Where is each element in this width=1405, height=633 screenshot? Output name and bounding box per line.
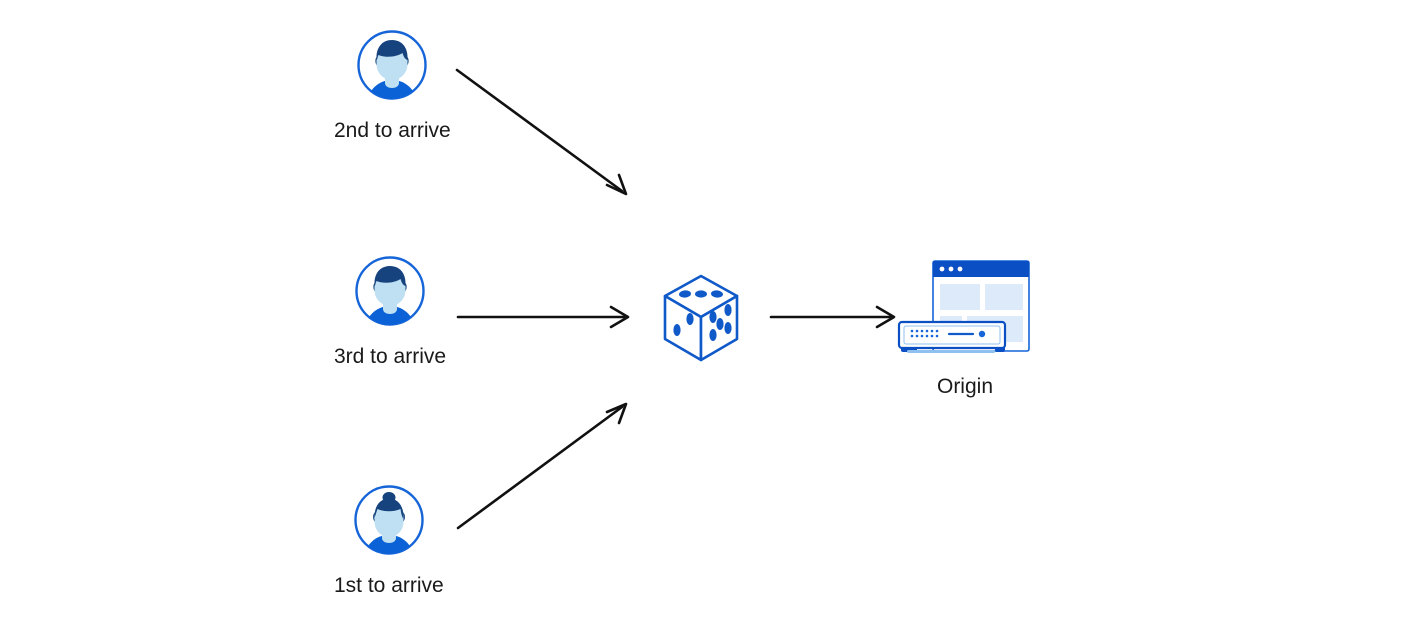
arrow-3rd-to-dice	[456, 305, 630, 329]
client-node-3rd: 3rd to arrive	[334, 254, 446, 369]
client-node-1st: 1st to arrive	[334, 483, 444, 598]
random-balancer-node	[658, 272, 744, 364]
arrow-1st-to-dice	[456, 402, 628, 530]
arrow-2nd-to-dice	[455, 68, 628, 196]
origin-node: Origin	[895, 258, 1035, 399]
dice-icon	[658, 272, 744, 364]
client-label-3rd: 3rd to arrive	[334, 345, 447, 368]
arrow-dice-to-origin	[769, 305, 896, 329]
origin-label: Origin	[936, 375, 994, 398]
client-label-2nd: 2nd to arrive	[334, 119, 451, 142]
client-node-2nd: 2nd to arrive	[334, 28, 451, 143]
male-short-hair-avatar-icon	[353, 254, 427, 328]
client-label-1st: 1st to arrive	[334, 574, 444, 597]
browser-window-and-server-icon	[895, 258, 1035, 360]
server-device-icon	[897, 320, 1007, 353]
male-short-hair-avatar-icon	[355, 28, 429, 102]
female-bun-hair-avatar-icon	[352, 483, 426, 557]
